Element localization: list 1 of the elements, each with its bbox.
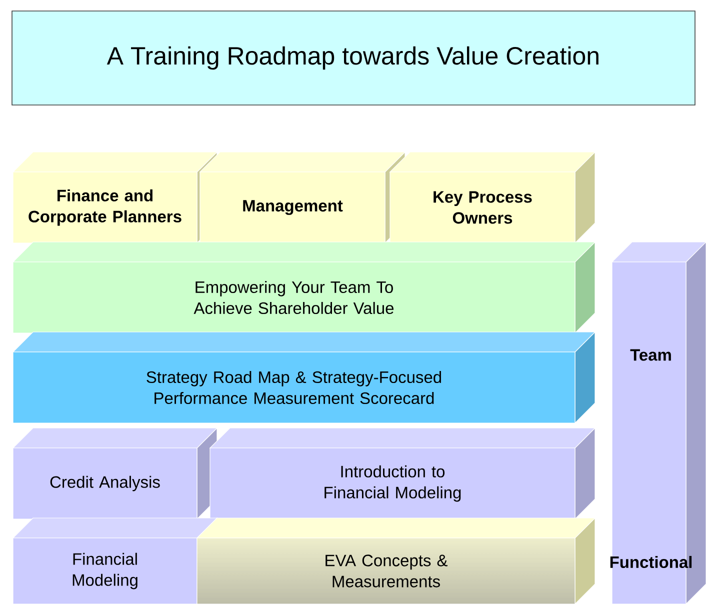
title-box: A Training Roadmap towards Value Creation [12,10,696,106]
